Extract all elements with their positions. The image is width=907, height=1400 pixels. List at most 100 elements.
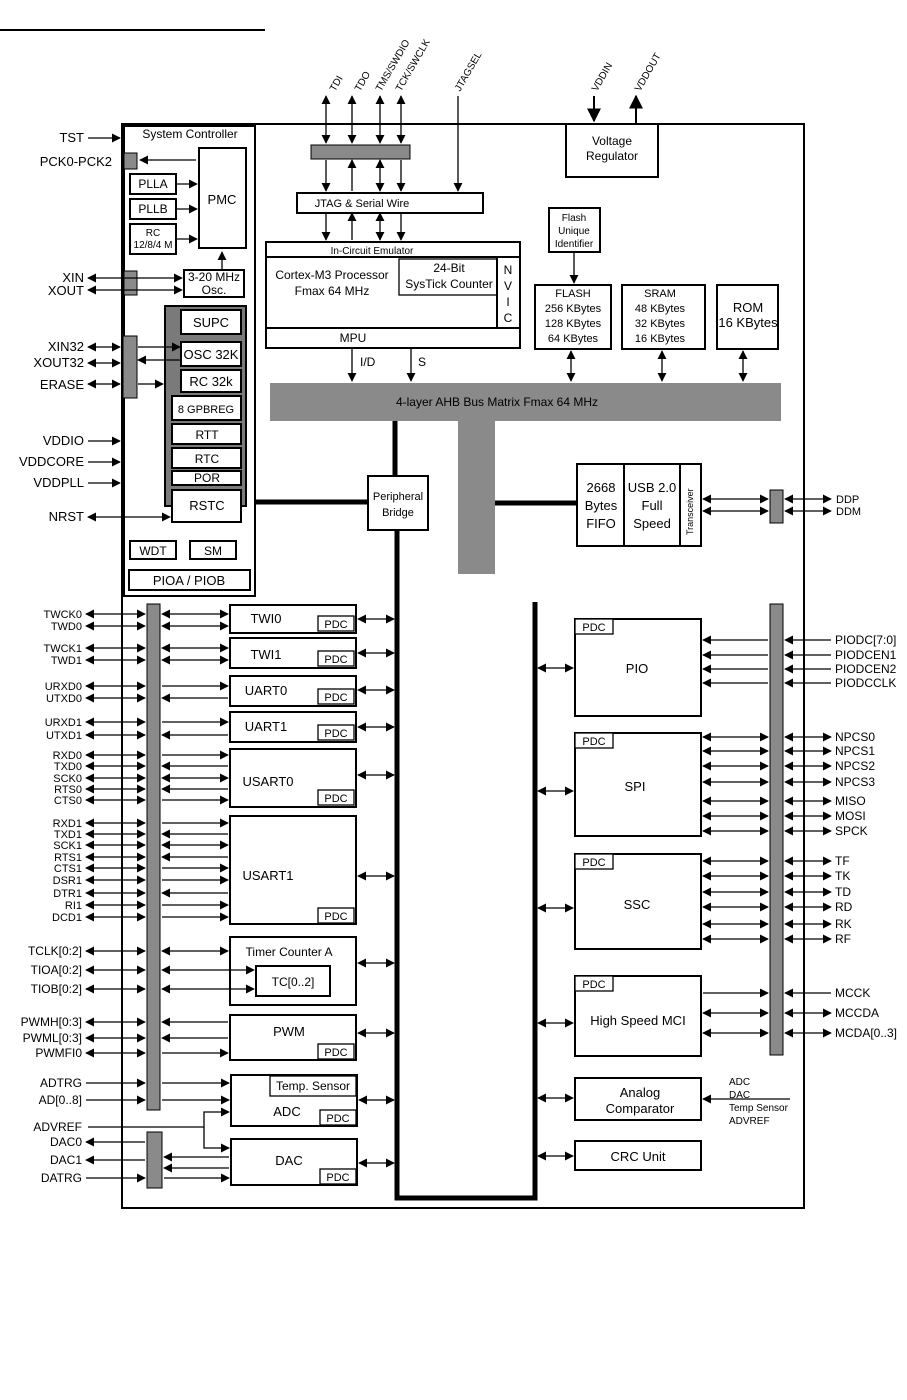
twi0-pdc-label: PDC xyxy=(324,619,347,631)
pin-xout32: XOUT32 xyxy=(33,355,84,370)
osc32k-block xyxy=(180,341,242,367)
pin-advref: ADVREF xyxy=(33,1120,82,1134)
dac-label: DAC xyxy=(275,1153,302,1168)
regulator-label-2: Regulator xyxy=(586,149,638,163)
left-pin-arrows xyxy=(85,609,146,1183)
cmp-in-temp: Temp Sensor xyxy=(729,1103,789,1114)
ahb-bus-stem xyxy=(458,420,495,574)
pin-piodcclk: PIODCCLK xyxy=(835,676,896,690)
flash-block xyxy=(534,284,612,350)
pin-dcd1: DCD1 xyxy=(52,912,82,924)
pin-xin32: XIN32 xyxy=(48,339,84,354)
pin-npcs2: NPCS2 xyxy=(835,759,875,773)
pio-block xyxy=(574,618,702,717)
pin-nrst: NRST xyxy=(49,509,84,524)
pin-sck1: SCK1 xyxy=(53,840,82,852)
rtc-block xyxy=(171,447,242,469)
pmc-block xyxy=(198,147,247,249)
pin-ad: AD[0..8] xyxy=(39,1093,82,1107)
pin-dtr1: DTR1 xyxy=(53,888,82,900)
rom-label-1: 16 KBytes xyxy=(718,315,778,330)
crc-unit xyxy=(574,1140,702,1171)
por-label: POR xyxy=(194,471,220,485)
osc-block xyxy=(183,269,245,298)
systick-label-1: 24-Bit xyxy=(433,261,465,275)
pin-mcck: MCCK xyxy=(835,986,870,1000)
usart1-pdc-label: PDC xyxy=(324,911,347,923)
pin-miso: MISO xyxy=(835,794,866,808)
uart0-label: UART0 xyxy=(245,683,287,698)
pin-txd1: TXD1 xyxy=(54,829,82,841)
tc-inner xyxy=(255,965,331,997)
uart0-pdc xyxy=(317,688,355,705)
pin-tiob: TIOB[0:2] xyxy=(31,982,82,996)
adc-label: ADC xyxy=(273,1104,300,1119)
spi-pdc-label: PDC xyxy=(582,736,605,748)
pin-npcs0: NPCS0 xyxy=(835,730,875,744)
pin-piodcen2: PIODCEN2 xyxy=(835,662,897,676)
pin-tdi: TDI xyxy=(328,74,346,93)
pin-rd: RD xyxy=(835,900,853,914)
pin-pwmh: PWMH[0:3] xyxy=(21,1015,82,1029)
nvic-i: I xyxy=(506,295,509,309)
pin-ddp: DDP xyxy=(836,494,859,506)
pin-erase: ERASE xyxy=(40,377,84,392)
pin-txd0: TXD0 xyxy=(54,761,82,773)
twi1-pdc-label: PDC xyxy=(324,654,347,666)
pin-twd1: TWD1 xyxy=(51,655,82,667)
twi0-pdc xyxy=(317,615,355,632)
regulator-label-1: Voltage xyxy=(592,134,632,148)
rtt-label: RTT xyxy=(195,428,219,442)
rtc-label: RTC xyxy=(195,452,220,466)
flash-label-3: 64 KBytes xyxy=(548,333,599,345)
pin-cts0: CTS0 xyxy=(54,795,82,807)
uart1-label: UART1 xyxy=(245,719,287,734)
system-controller-title: System Controller xyxy=(142,127,237,141)
voltage-regulator xyxy=(565,123,659,178)
comparator-label-1: Analog xyxy=(620,1085,660,1100)
crc-label: CRC Unit xyxy=(611,1149,666,1164)
usart1-block xyxy=(229,815,357,925)
cmp-in-adc: ADC xyxy=(729,1077,750,1088)
pin-twck1: TWCK1 xyxy=(44,643,83,655)
pin-piodc: PIODC[7:0] xyxy=(835,633,896,647)
sm-label: SM xyxy=(204,544,222,558)
sram-label-3: 16 KBytes xyxy=(635,333,686,345)
usb-fifo xyxy=(576,463,625,547)
ssc-block xyxy=(574,853,702,950)
twi1-label: TWI1 xyxy=(250,647,281,662)
sram-label-1: 48 KBytes xyxy=(635,303,686,315)
pin-ri1: RI1 xyxy=(65,900,82,912)
usb-device-3: Speed xyxy=(633,516,671,531)
wdt-block xyxy=(129,540,177,560)
ice-label: In-Circuit Emulator xyxy=(331,246,414,257)
usart1-label: USART1 xyxy=(242,868,293,883)
pin-vddcore: VDDCORE xyxy=(19,454,84,469)
supc-block xyxy=(180,309,242,335)
rtt-block xyxy=(171,423,242,445)
pin-rxd0: RXD0 xyxy=(53,750,82,762)
spi-pdc xyxy=(574,732,614,749)
cpu-label-2: Fmax 64 MHz xyxy=(295,284,370,298)
usb-device-2: Full xyxy=(642,498,663,513)
pio-label: PIO xyxy=(626,661,648,676)
cpu-label-1: Cortex-M3 Processor xyxy=(275,268,388,282)
flash-label-1: 256 KBytes xyxy=(545,303,602,315)
pin-xout: XOUT xyxy=(48,283,84,298)
pin-npcs3: NPCS3 xyxy=(835,775,875,789)
tc-inner-label: TC[0..2] xyxy=(272,975,315,989)
pmc-label: PMC xyxy=(208,192,237,207)
pin-mcda: MCDA[0..3] xyxy=(835,1026,897,1040)
usart0-label: USART0 xyxy=(242,774,293,789)
pin-dac1: DAC1 xyxy=(50,1153,82,1167)
flash-uid-1: Flash xyxy=(562,213,586,224)
adc-pdc xyxy=(319,1109,357,1126)
twi1-pdc xyxy=(317,650,355,667)
pin-pwmfi0: PWMFI0 xyxy=(35,1046,82,1060)
pin-adtrg: ADTRG xyxy=(40,1076,82,1090)
usb-fifo-3: FIFO xyxy=(586,516,616,531)
pin-urxd0: URXD0 xyxy=(45,681,82,693)
systick-block xyxy=(398,258,498,296)
pin-ddm: DDM xyxy=(836,506,861,518)
rc-block xyxy=(129,223,177,255)
